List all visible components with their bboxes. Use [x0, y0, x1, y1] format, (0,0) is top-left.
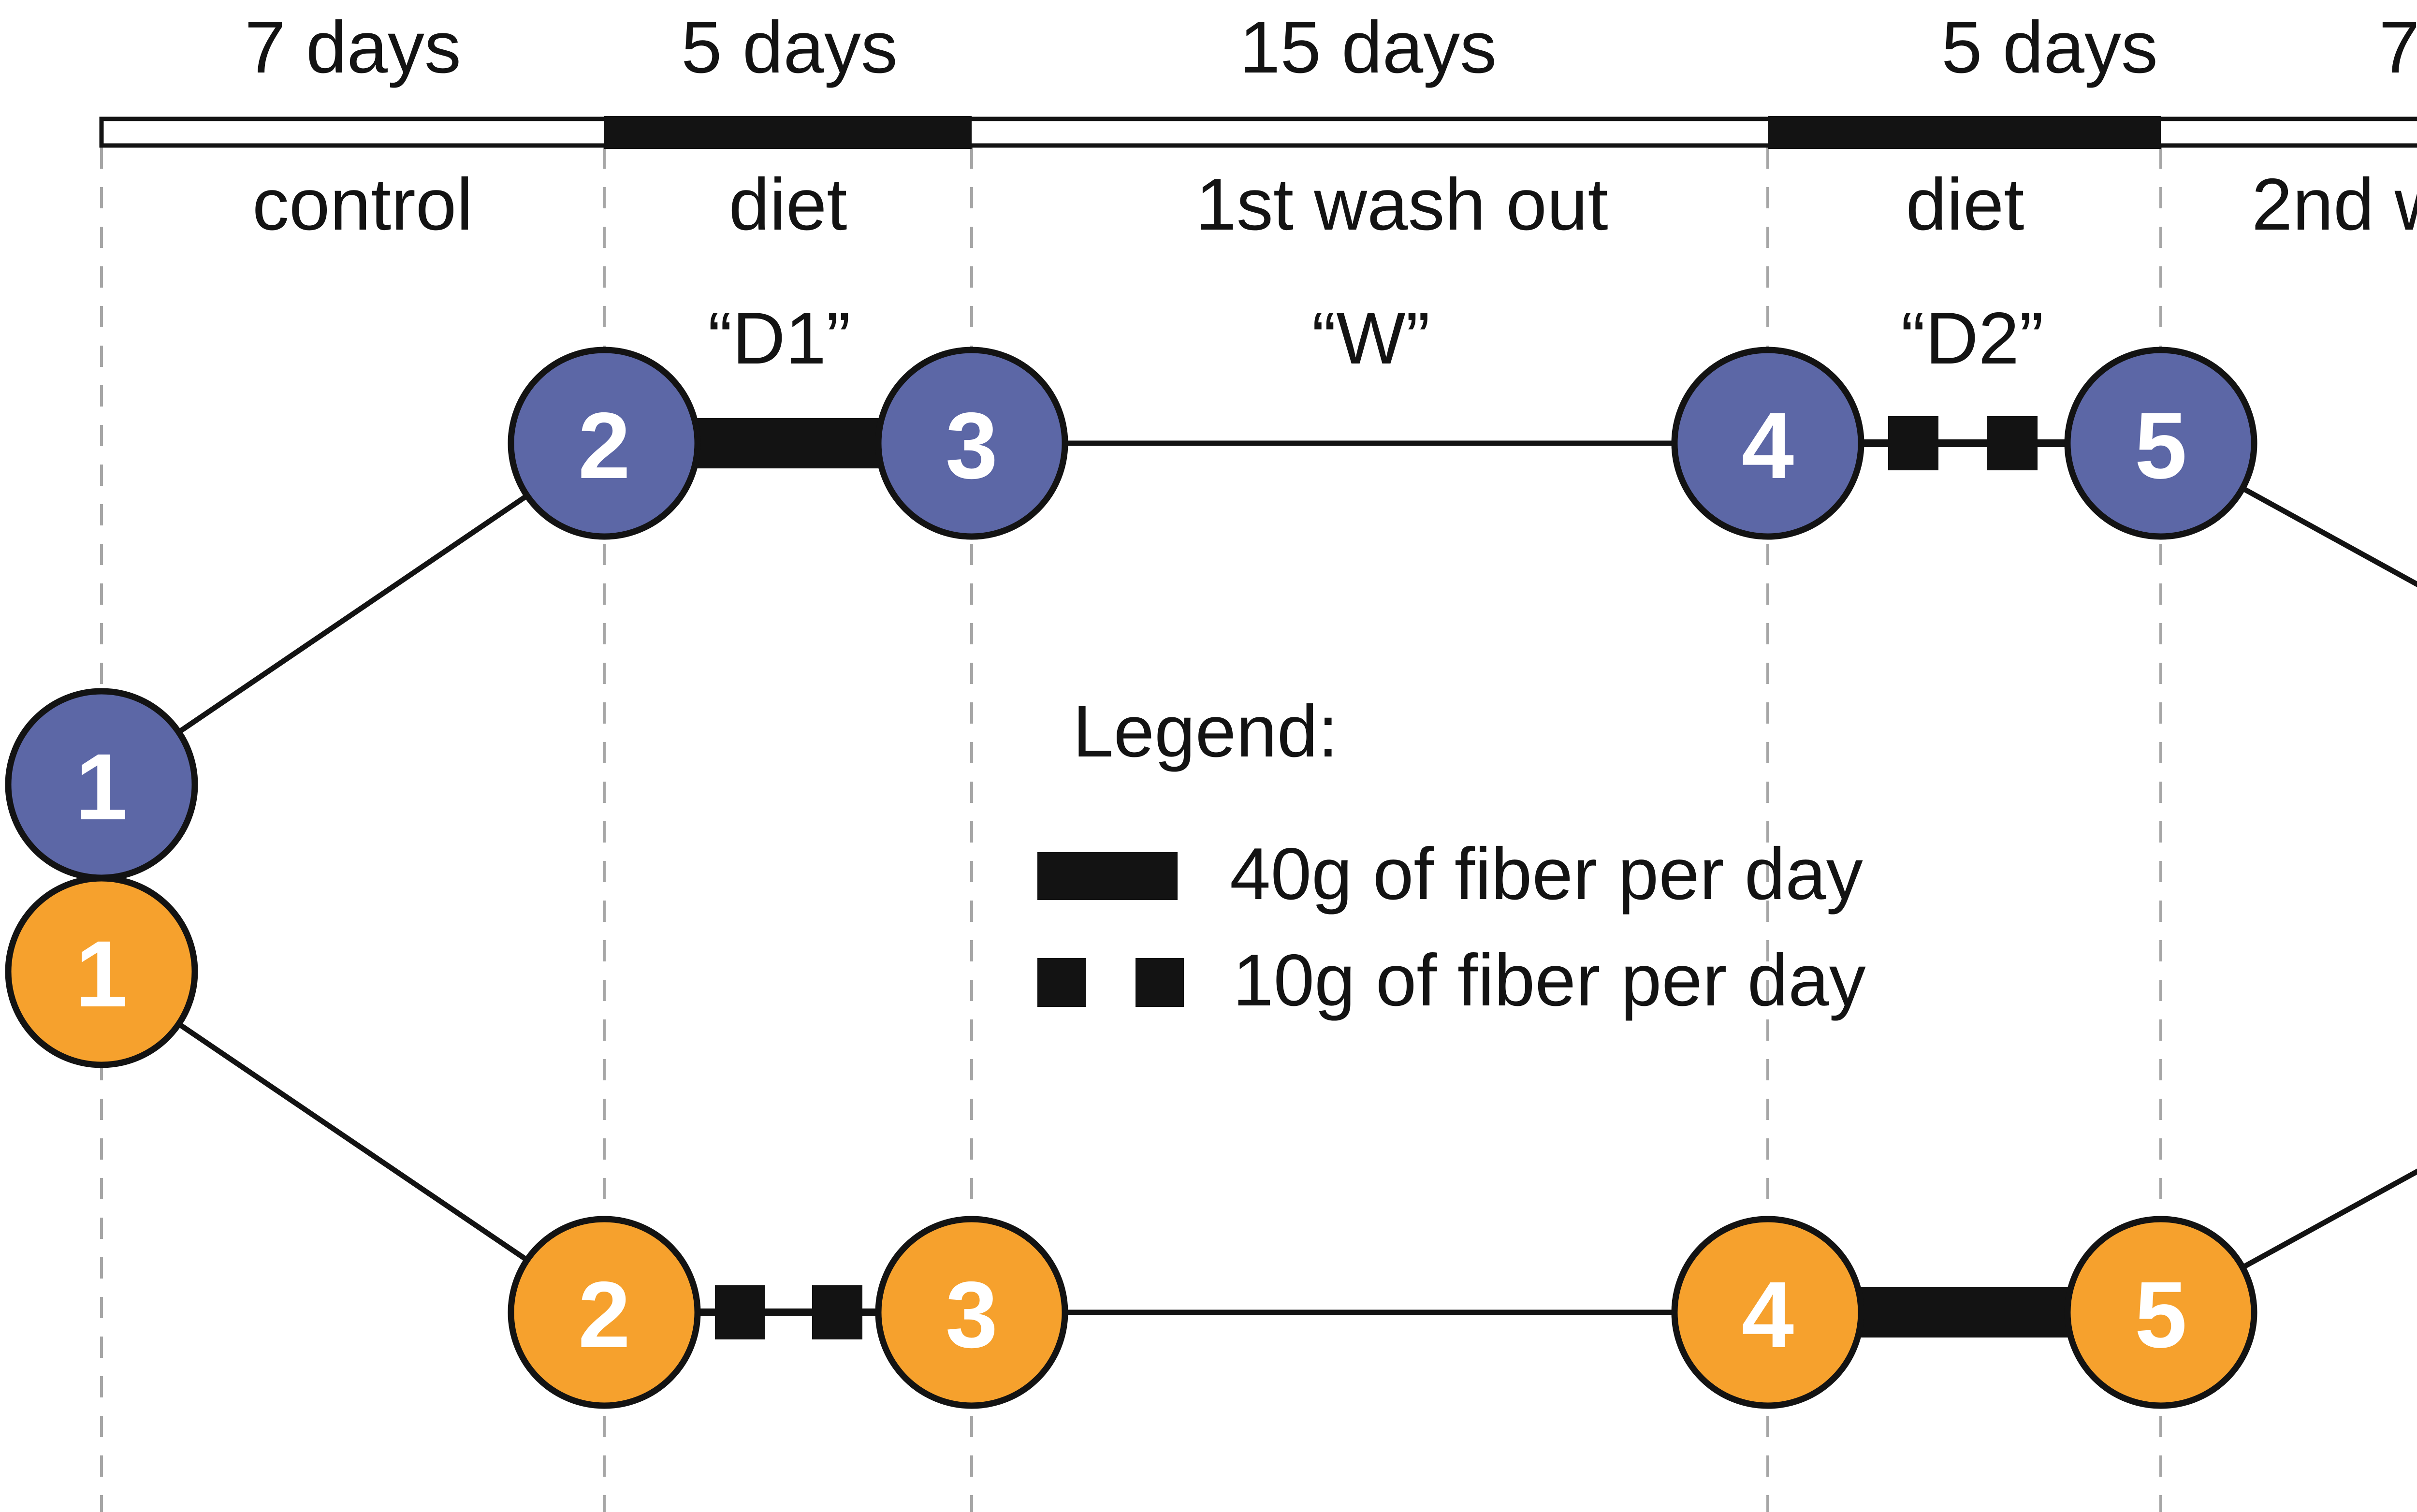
duration-label-washout2: 7 days: [2379, 6, 2417, 88]
orange-node-numbers: 1 2 3 4 5 6: [75, 921, 2187, 1367]
orange-connector-1-2: [100, 969, 606, 1315]
node-orange-4: [1671, 1216, 1864, 1409]
code-label-w: “W”: [1312, 297, 1430, 379]
node-orange-3-number: 3: [946, 1262, 998, 1367]
node-blue-2-number: 2: [578, 393, 630, 498]
legend-40g-label: 40g of fiber per day: [1230, 833, 1863, 915]
node-blue-4-number: 4: [1742, 393, 1794, 498]
code-label-d1: “D1”: [708, 297, 851, 379]
node-orange-3: [875, 1216, 1068, 1409]
legend-40g-swatch-icon: [1037, 852, 1178, 900]
node-orange-5: [2064, 1216, 2257, 1409]
legend-title: Legend:: [1073, 690, 1338, 772]
duration-label-diet1: 5 days: [681, 6, 898, 88]
timeline-diet-segment-2: [1768, 116, 2161, 149]
node-blue-2: [508, 347, 701, 540]
duration-label-washout1: 15 days: [1239, 6, 1497, 88]
code-label-d2: “D2”: [1901, 297, 2044, 379]
orange-10g-dash-2: [812, 1285, 862, 1339]
blue-10g-dash-2: [1987, 416, 2038, 470]
node-orange-1: [5, 875, 198, 1068]
blue-connector-5-6: [2159, 441, 2417, 587]
duration-label-control: 7 days: [245, 6, 461, 88]
phase-label-washout1: 1st wash out: [1195, 163, 1608, 246]
duration-label-diet2: 5 days: [1941, 6, 2158, 88]
orange-connector-5-6: [2159, 1168, 2417, 1315]
node-blue-4: [1671, 347, 1864, 540]
phase-label-diet2: diet: [1906, 163, 2024, 246]
legend: Legend: 40g of fiber per day 10g of fibe…: [1037, 690, 1866, 1021]
node-orange-5-number: 5: [2135, 1262, 2187, 1367]
orange-10g-dash-1: [715, 1285, 765, 1339]
phase-label-washout2: 2nd wash out: [2252, 163, 2417, 246]
phase-label-diet1: diet: [728, 163, 847, 246]
node-orange-2: [508, 1216, 701, 1409]
connectors: [100, 440, 2417, 1315]
orange-arm-nodes: [5, 875, 2257, 1409]
node-blue-3: [875, 347, 1068, 540]
blue-connector-1-2: [100, 441, 606, 787]
node-blue-5: [2064, 347, 2257, 540]
node-blue-1-number: 1: [75, 734, 128, 840]
timeline-diet-segment-1: [604, 116, 972, 149]
phase-label-control: control: [252, 163, 473, 246]
legend-10g-label: 10g of fiber per day: [1233, 939, 1866, 1021]
legend-10g-swatch-icon-a: [1037, 958, 1086, 1007]
duration-labels: 7 days 5 days 15 days 5 days 7 days: [245, 6, 2417, 88]
node-blue-3-number: 3: [946, 393, 998, 498]
phase-labels: control diet 1st wash out diet 2nd wash …: [252, 163, 2417, 246]
blue-node-numbers: 1 2 3 4 5 6: [75, 393, 2187, 840]
period-code-labels: “D1” “W” “D2”: [708, 297, 2044, 379]
blue-10g-dash-1: [1888, 416, 1938, 470]
legend-10g-swatch-icon-b: [1136, 958, 1184, 1007]
blue-arm-nodes: [5, 347, 2257, 881]
node-blue-5-number: 5: [2135, 393, 2187, 498]
node-orange-2-number: 2: [578, 1262, 630, 1367]
node-orange-4-number: 4: [1742, 1262, 1794, 1367]
node-orange-1-number: 1: [75, 921, 128, 1027]
